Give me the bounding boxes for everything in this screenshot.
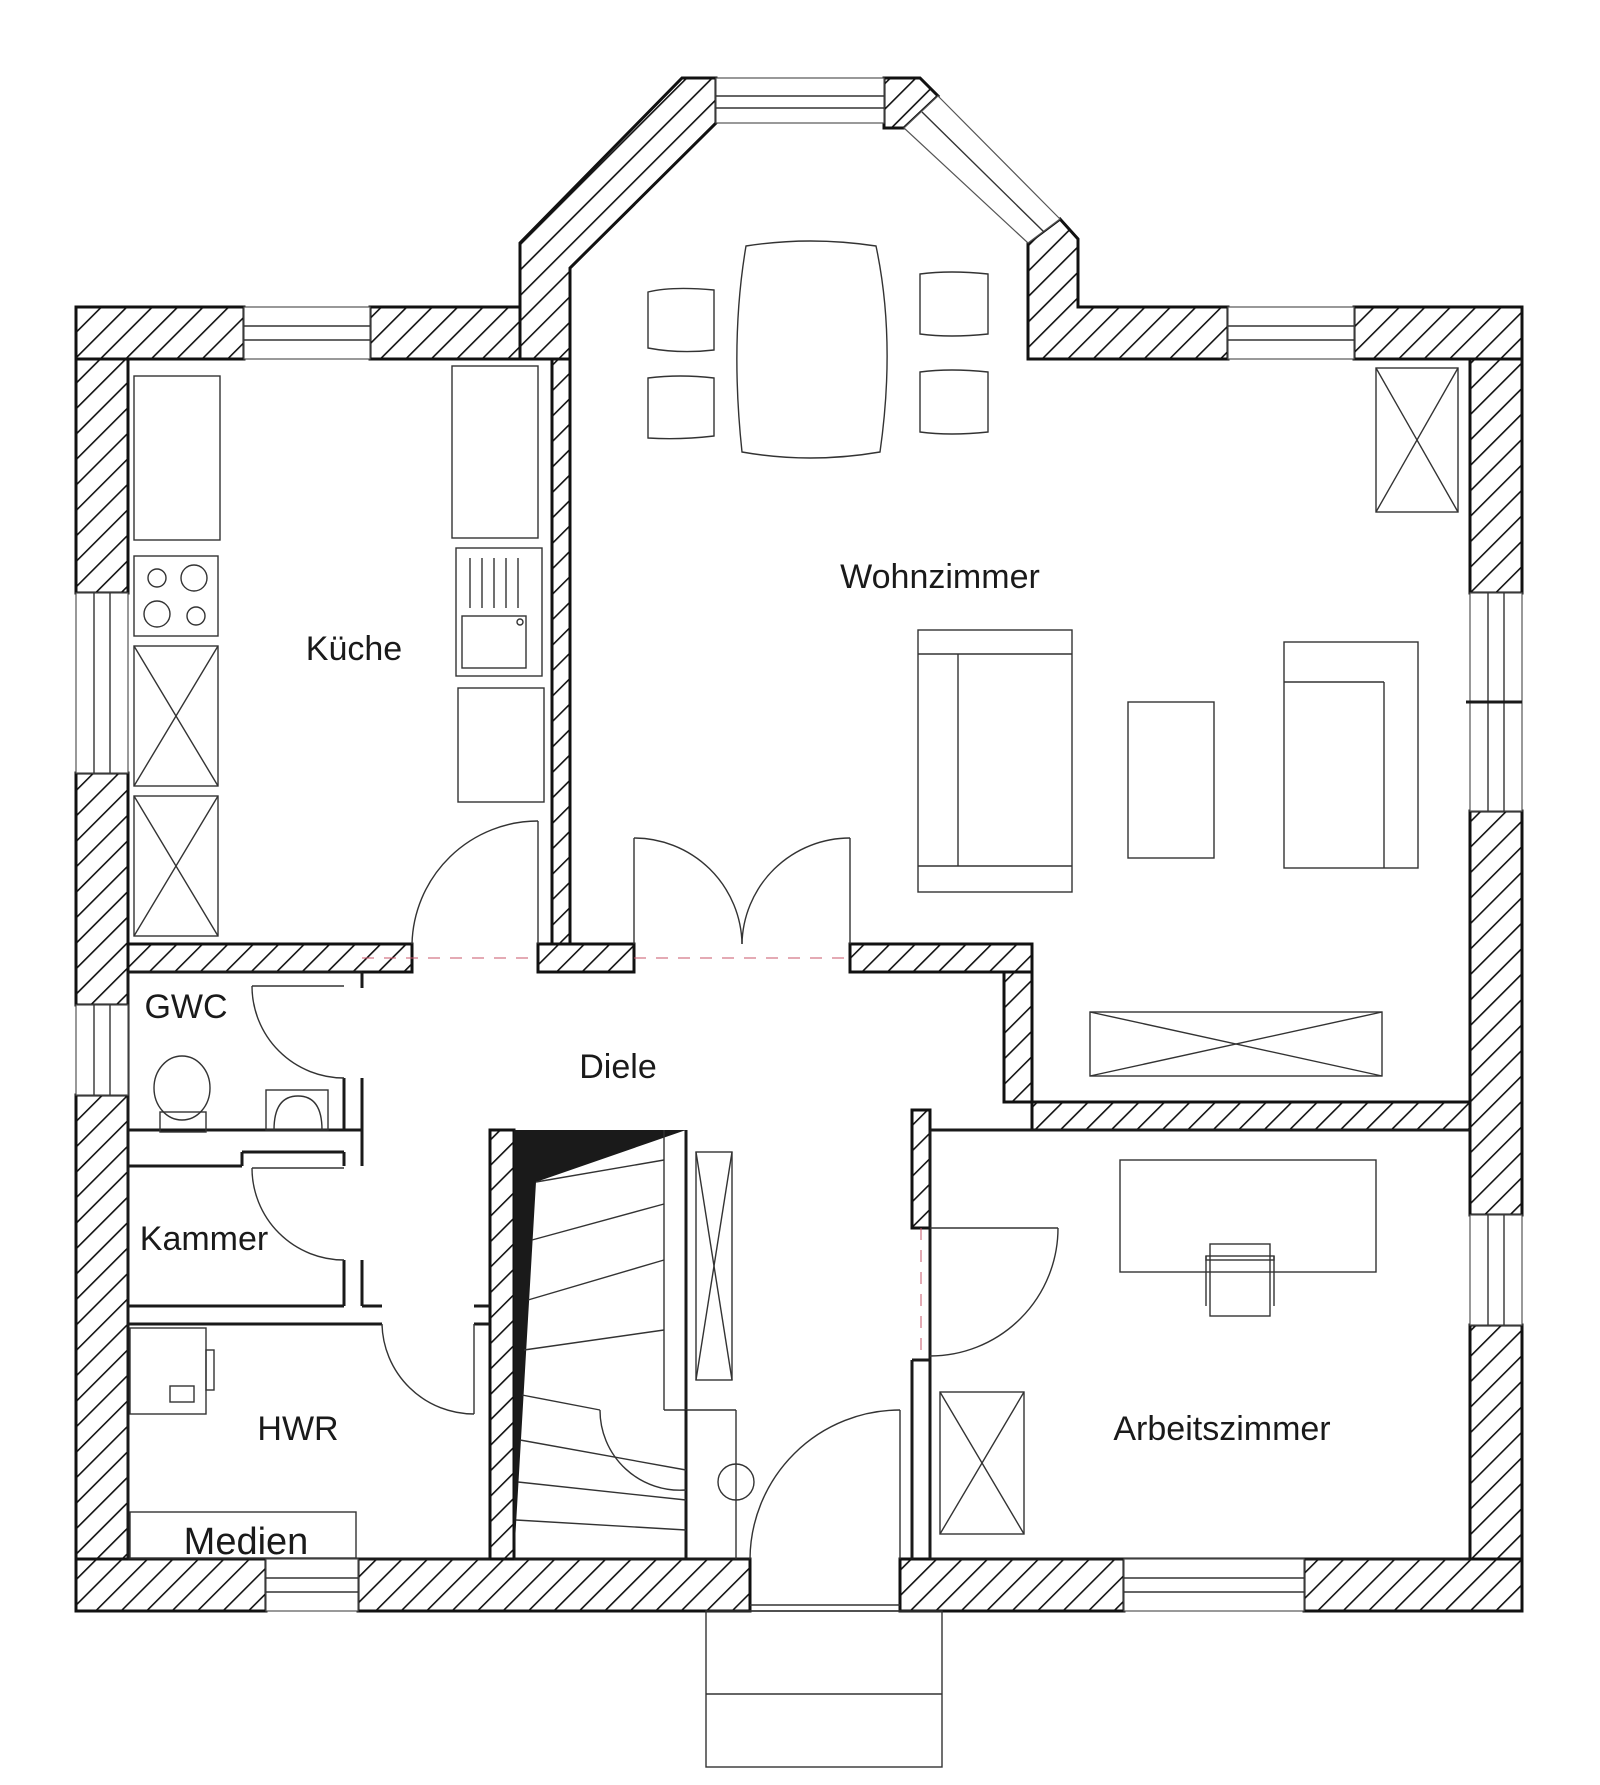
wall-left-upper — [74, 357, 130, 595]
window-office-bottom — [1123, 1558, 1305, 1612]
wall-stair-left — [488, 1128, 516, 1561]
wc-furniture — [153, 1055, 329, 1133]
staircase — [514, 1130, 755, 1559]
wall-right-mid — [1468, 809, 1524, 1217]
exterior-walls — [74, 76, 1524, 1613]
wall-left-lower — [74, 1093, 130, 1613]
doors — [251, 820, 1059, 1560]
wall-kitchen-bottom-2 — [536, 942, 636, 974]
hwr-furniture — [129, 1327, 357, 1559]
wall-bottom-1 — [74, 1557, 268, 1613]
wall-bottom-4 — [1302, 1557, 1524, 1613]
wall-bottom-2 — [356, 1557, 752, 1613]
stair-void — [514, 1130, 686, 1559]
living-furniture — [647, 240, 1459, 1077]
window-kitchen-top — [243, 306, 371, 360]
office-furniture — [939, 1159, 1377, 1535]
wall-living-bottom — [848, 942, 1034, 974]
window-hwr-bottom — [265, 1558, 359, 1612]
label-medien: Medien — [184, 1521, 309, 1563]
window-gwc-left — [75, 1004, 129, 1096]
window-office-right — [1469, 1214, 1523, 1326]
windows — [75, 77, 1523, 1612]
label-kueche: Küche — [306, 630, 402, 668]
wall-top-left-1 — [74, 305, 246, 361]
label-kammer: Kammer — [140, 1220, 268, 1258]
wall-right-upper — [1468, 357, 1524, 595]
wall-left-mid — [74, 771, 130, 1007]
label-gwc: GWC — [144, 988, 227, 1026]
label-arbeitszimmer: Arbeitszimmer — [1113, 1410, 1330, 1448]
wall-bay-left — [518, 76, 718, 361]
label-hwr: HWR — [257, 1410, 338, 1448]
room-labels: Küche Wohnzimmer GWC Diele Kammer HWR Me… — [140, 558, 1331, 1563]
wall-kitchen-living — [550, 357, 572, 947]
wall-top-right — [1352, 305, 1524, 361]
wall-diele-right — [1002, 970, 1034, 1104]
label-wohnzimmer: Wohnzimmer — [840, 558, 1040, 596]
wall-bay-right — [1026, 216, 1230, 361]
window-kitchen-left — [75, 592, 129, 774]
interior-walls — [126, 357, 1472, 1561]
window-living-top — [1227, 306, 1355, 360]
label-diele: Diele — [579, 1048, 656, 1086]
kitchen-furniture — [133, 365, 545, 937]
wall-bottom-3 — [898, 1557, 1126, 1613]
wall-living-office — [1030, 1100, 1472, 1132]
thin-walls — [126, 970, 1470, 1561]
wall-top-left-2 — [368, 305, 536, 361]
entrance-steps — [705, 1610, 943, 1768]
wall-office-left-top — [910, 1108, 932, 1230]
window-bay-top — [715, 77, 885, 124]
